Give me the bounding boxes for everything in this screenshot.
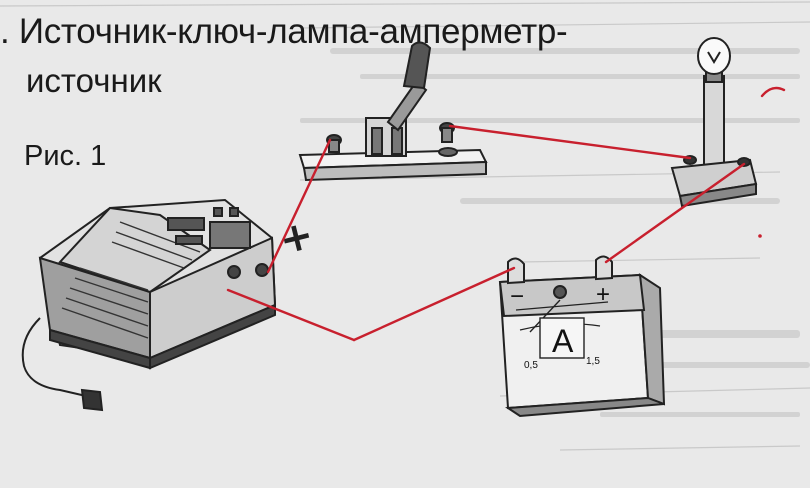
power-source — [21, 198, 277, 412]
ammeter-scale-left: 0,5 — [524, 360, 538, 371]
knife-switch — [298, 41, 488, 182]
red-dot — [758, 234, 762, 238]
plus-mark: + — [275, 212, 319, 265]
ammeter-letter: A — [552, 323, 574, 359]
lamp-stand — [670, 37, 758, 208]
ammeter-plus-sign: + — [596, 281, 610, 308]
heading-line-1: . Источник-ключ-лампа-амперметр- — [0, 12, 568, 51]
figure-label: Рис. 1 — [24, 140, 107, 172]
heading-line-2: источник — [26, 62, 162, 99]
ammeter-scale-right: 1,5 — [586, 356, 600, 367]
ammeter-minus-sign: − — [510, 283, 524, 310]
red-wires — [226, 86, 786, 342]
ammeter — [498, 255, 666, 418]
